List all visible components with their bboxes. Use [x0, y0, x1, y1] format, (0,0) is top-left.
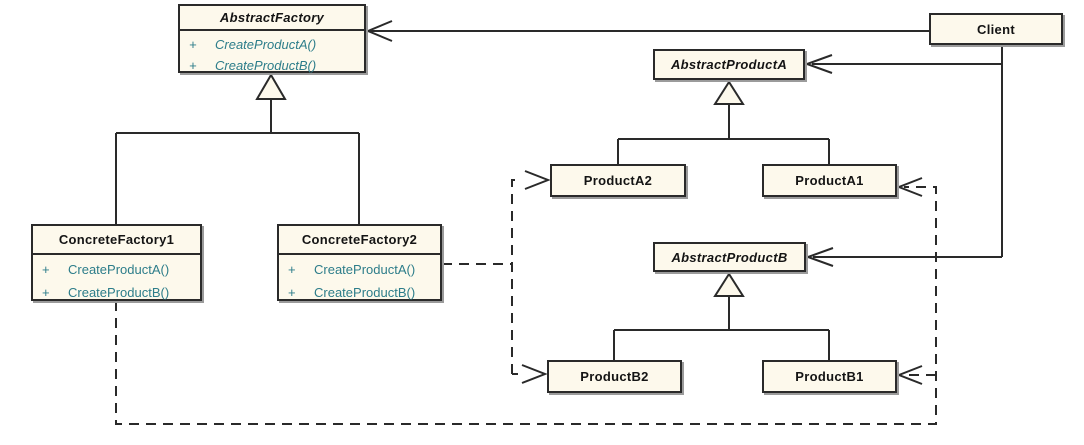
class-title-producta1: ProductA1: [795, 173, 864, 188]
class-box-abstractproductb: AbstractProductB: [653, 242, 806, 272]
method-visibility: +: [189, 58, 197, 73]
method-visibility: +: [42, 262, 50, 277]
method-visibility: +: [42, 285, 50, 300]
methods-concretefactory2: + CreateProductA() + CreateProductB(): [279, 255, 440, 304]
class-box-client: Client: [929, 13, 1063, 45]
class-title-producta2: ProductA2: [583, 173, 653, 188]
generalization-factories: [115, 73, 360, 224]
methods-concretefactory1: + CreateProductA() + CreateProductB(): [33, 255, 200, 304]
class-title-concretefactory2: ConcreteFactory2: [279, 226, 440, 255]
method-signature: CreateProductB(): [215, 58, 317, 73]
class-title-productb2: ProductB2: [580, 369, 649, 384]
class-title-client: Client: [977, 21, 1015, 37]
class-title-abstractproductb: AbstractProductB: [671, 249, 788, 265]
dependency-concretefactory2: [442, 170, 551, 384]
method-signature: CreateProductB(): [68, 285, 170, 300]
class-title-abstractproducta: AbstractProductA: [670, 57, 788, 72]
method-row: + CreateProductB(): [180, 55, 364, 76]
assoc-client-abstractproducts: [804, 45, 1003, 267]
method-row: + CreateProductB(): [33, 281, 200, 304]
class-box-abstractfactory: AbstractFactory + CreateProductA() + Cre…: [178, 4, 366, 73]
class-title-abstractfactory: AbstractFactory: [180, 6, 364, 31]
class-box-concretefactory1: ConcreteFactory1 + CreateProductA() + Cr…: [31, 224, 202, 301]
method-visibility: +: [288, 285, 296, 300]
method-signature: CreateProductA(): [68, 262, 170, 277]
method-visibility: +: [189, 37, 197, 52]
class-box-abstractproducta: AbstractProductA: [653, 49, 805, 80]
generalization-products-a: [617, 80, 830, 164]
dependency-concretefactory1: [115, 177, 937, 425]
method-signature: CreateProductA(): [215, 37, 317, 52]
method-row: + CreateProductA(): [33, 258, 200, 281]
method-signature: CreateProductA(): [314, 262, 416, 277]
generalization-products-b: [613, 272, 830, 360]
method-row: + CreateProductA(): [279, 258, 440, 281]
class-box-concretefactory2: ConcreteFactory2 + CreateProductA() + Cr…: [277, 224, 442, 301]
class-box-productb2: ProductB2: [547, 360, 682, 393]
class-box-producta1: ProductA1: [762, 164, 897, 197]
class-box-producta2: ProductA2: [550, 164, 686, 197]
class-title-productb1: ProductB1: [795, 369, 864, 384]
assoc-client-abstractfactory: [365, 20, 929, 42]
method-row: + CreateProductA(): [180, 34, 364, 55]
method-signature: CreateProductB(): [314, 285, 416, 300]
methods-abstractfactory: + CreateProductA() + CreateProductB(): [180, 31, 364, 76]
method-row: + CreateProductB(): [279, 281, 440, 304]
method-visibility: +: [288, 262, 296, 277]
class-box-productb1: ProductB1: [762, 360, 897, 393]
class-title-concretefactory1: ConcreteFactory1: [33, 226, 200, 255]
